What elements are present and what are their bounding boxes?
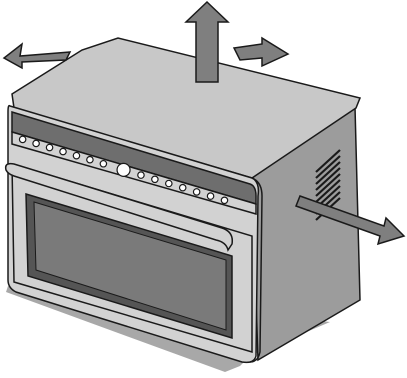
control-button [87, 157, 93, 163]
control-button [46, 144, 52, 150]
control-button [193, 189, 199, 195]
control-button [180, 185, 186, 191]
control-button [33, 140, 39, 146]
arrow-back-right [234, 38, 288, 66]
control-button [100, 161, 106, 167]
control-knob [117, 163, 130, 176]
control-button [207, 193, 213, 199]
control-button [138, 172, 144, 178]
control-button [152, 176, 158, 182]
control-button [73, 152, 79, 158]
control-button [19, 136, 25, 142]
control-button [60, 148, 66, 154]
control-button [221, 197, 227, 203]
control-button [166, 180, 172, 186]
